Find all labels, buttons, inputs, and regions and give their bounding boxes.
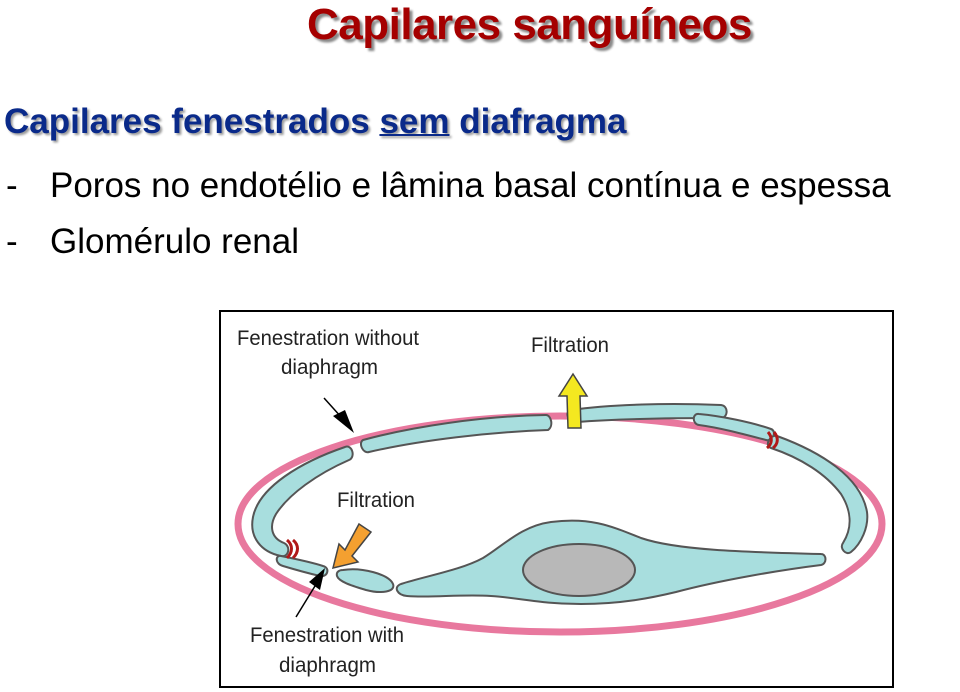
pointer-arrows	[295, 397, 354, 618]
endothelial-segment	[692, 412, 775, 442]
capillary-figure: Fenestration without diaphragm Filtratio…	[219, 310, 894, 688]
pointer-arrowhead-icon	[333, 410, 354, 433]
endothelium-top-wall	[359, 403, 869, 554]
diaphragm-mark	[765, 431, 773, 450]
subtitle-part-2: diafragma	[449, 102, 627, 141]
label-filtration-top: Filtration	[531, 334, 609, 357]
diaphragm-mark	[285, 538, 293, 560]
filtration-arrow-up	[557, 372, 589, 429]
filtration-arrow-down	[331, 522, 373, 570]
subtitle-part-1: Capilares fenestrados	[4, 102, 380, 141]
pointer-arrowhead-icon	[309, 568, 325, 590]
basal-lamina	[234, 412, 886, 636]
bullet-dash: -	[6, 166, 18, 205]
nucleus	[522, 543, 636, 597]
label-fenestration-with: Fenestration with	[250, 624, 404, 647]
bullet-text: Poros no endotélio e lâmina basal contín…	[50, 166, 891, 205]
label-filtration-inner: Filtration	[337, 489, 415, 512]
bullet-item: -Poros no endotélio e lâmina basal contí…	[6, 166, 891, 206]
label-fenestration-with-diaphragm: diaphragm	[279, 654, 376, 677]
label-fenestration-without-diaphragm: diaphragm	[281, 356, 378, 379]
slide-title: Capilares sanguíneos	[307, 0, 752, 49]
label-fenestration-without: Fenestration without	[237, 327, 419, 350]
left-wall-segment	[251, 445, 354, 558]
slide-subtitle: Capilares fenestrados sem diafragma	[4, 102, 627, 142]
subtitle-underlined-word: sem	[379, 102, 450, 141]
yellow-arrow-icon	[557, 372, 589, 429]
capillary-diagram: Fenestration without diaphragm Filtratio…	[234, 327, 886, 677]
diaphragm-marks	[285, 431, 779, 560]
endothelial-cell-main	[251, 445, 827, 606]
bullet-item: -Glomérulo renal	[6, 222, 299, 262]
bullet-text: Glomérulo renal	[50, 222, 299, 261]
pointer-line	[295, 585, 316, 618]
lower-wall-segment	[335, 568, 395, 593]
bullet-dash: -	[6, 222, 18, 261]
diaphragm-mark	[291, 538, 299, 560]
diaphragm-mark	[771, 431, 779, 450]
endothelial-segment	[766, 434, 869, 554]
orange-arrow-icon	[331, 522, 373, 570]
endothelial-segment	[359, 413, 553, 454]
